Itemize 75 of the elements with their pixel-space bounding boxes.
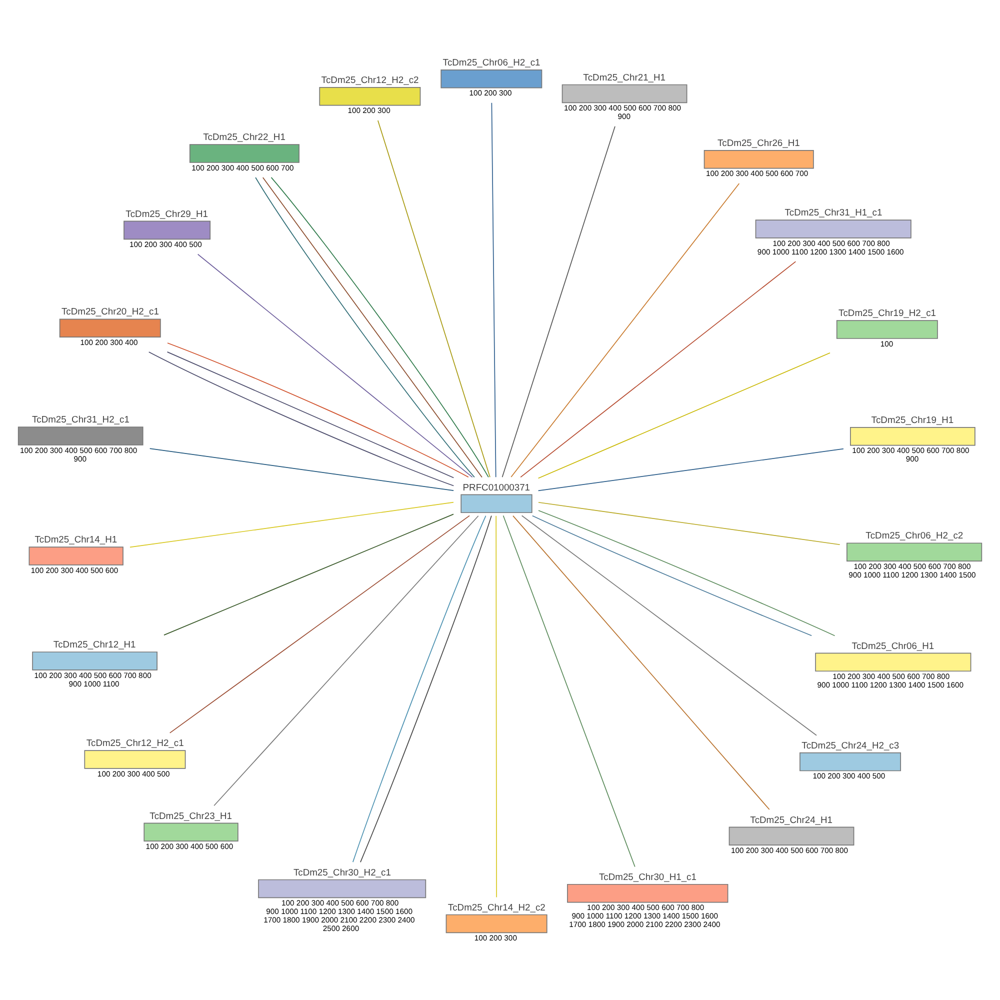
node-label: TcDm25_Chr06_H2_c1 bbox=[442, 57, 540, 68]
connector bbox=[520, 261, 796, 478]
node-label: 900 bbox=[906, 454, 919, 464]
connector bbox=[130, 502, 454, 548]
node-label: 2500 2600 bbox=[322, 924, 360, 934]
node-label: 900 1000 1100 1200 1300 1400 1500 1600 bbox=[757, 247, 904, 256]
node-label: TcDm25_Chr12_H2_c2 bbox=[321, 75, 419, 86]
node-label: TcDm25_Chr26_H1 bbox=[718, 138, 800, 148]
node-label: TcDm25_Chr12_H2_c1 bbox=[86, 738, 184, 748]
node-label: 100 200 300 400 500 600 700 800 bbox=[34, 670, 152, 680]
node-label: 100 200 300 bbox=[469, 88, 512, 98]
node-label: 900 bbox=[618, 112, 630, 122]
node-label: 100 200 300 400 bbox=[80, 338, 138, 347]
node-label: TcDm25_Chr19_H2_c1 bbox=[838, 308, 936, 318]
node-label: 100 200 300 400 500 bbox=[97, 769, 170, 778]
node-label: TcDm25_Chr06_H1 bbox=[852, 640, 934, 651]
connector bbox=[377, 120, 490, 478]
node-label: TcDm25_Chr14_H1 bbox=[34, 534, 118, 545]
node-label: TcDm25_Chr30_H1_c1 bbox=[599, 872, 696, 882]
connector bbox=[538, 448, 844, 492]
node-label: 100 200 300 400 500 600 700 800 bbox=[854, 562, 971, 571]
node-label: 1700 1800 1900 2000 2100 2200 2300 2400 bbox=[264, 916, 415, 925]
node-label: 900 1000 1100 1200 1300 1400 1500 1600 bbox=[266, 907, 413, 916]
node-label: 100 bbox=[880, 339, 894, 348]
node-label: 1700 1800 1900 2000 2100 2200 2300 2400 bbox=[569, 920, 720, 930]
connector bbox=[502, 515, 636, 868]
node-label: TcDm25_Chr21_H1 bbox=[583, 72, 666, 82]
node-label: 100 200 300 400 500 600 700 800 bbox=[20, 446, 138, 455]
connector bbox=[214, 515, 479, 806]
node-label: 100 200 300 400 500 600 700 800 bbox=[852, 446, 970, 456]
node-label: TcDm25_Chr20_H2_c1 bbox=[62, 306, 159, 317]
node-label: 900 bbox=[74, 454, 87, 464]
node-label: 900 1000 1100 1200 1300 1400 1500 bbox=[848, 570, 976, 580]
node-label: 900 1000 1100 1200 1300 1400 1500 1600 bbox=[572, 912, 718, 921]
connector bbox=[538, 352, 830, 479]
node-label: 100 200 300 400 500 600 bbox=[146, 842, 234, 851]
node-label: TcDm25_Chr24_H2_c3 bbox=[802, 740, 900, 750]
node-label: 100 200 300 bbox=[474, 934, 517, 943]
node-label: TcDm25_Chr23_H1 bbox=[150, 810, 232, 821]
connector bbox=[538, 502, 840, 546]
node-label: TcDm25_Chr06_H2_c2 bbox=[866, 530, 964, 541]
node-label: 100 200 300 400 500 bbox=[812, 772, 886, 781]
connector bbox=[521, 515, 817, 736]
connector bbox=[197, 254, 473, 478]
node-label: 100 200 300 400 500 600 700 800 bbox=[730, 846, 848, 855]
node-label: 100 200 300 400 500 600 700 800 bbox=[772, 238, 890, 248]
connector bbox=[169, 515, 470, 734]
connector bbox=[149, 448, 454, 491]
connector bbox=[510, 183, 740, 478]
node-label: 100 200 300 400 500 600 700 bbox=[706, 169, 808, 178]
node-label: TcDm25_Chr19_H1 bbox=[871, 415, 954, 425]
node-label: 900 1000 1100 bbox=[68, 679, 120, 688]
node-label: 100 200 300 400 500 600 700 800 bbox=[282, 898, 399, 908]
node-label: TcDm25_Chr24_H1 bbox=[750, 814, 832, 825]
node-label: 100 200 300 400 500 bbox=[130, 240, 202, 249]
connector bbox=[512, 515, 770, 810]
connector bbox=[496, 515, 497, 898]
node-label: TcDm25_Chr31_H1_c1 bbox=[784, 208, 882, 218]
node-label: 100 200 300 400 500 600 bbox=[30, 566, 118, 575]
node-label: TcDm25_Chr14_H2_c2 bbox=[448, 902, 546, 912]
node-label: 100 200 300 400 500 600 700 800 bbox=[587, 903, 704, 912]
node-label: TcDm25_Chr30_H2_c1 bbox=[293, 867, 391, 878]
node-label: 900 1000 1100 1200 1300 1400 1500 1600 bbox=[817, 680, 964, 690]
node-label: TcDm25_Chr22_H1 bbox=[203, 132, 286, 142]
node-label: 100 200 300 400 500 600 700 800 bbox=[832, 672, 950, 681]
node-label: 100 200 300 bbox=[348, 106, 390, 116]
connector bbox=[502, 126, 616, 478]
node-label: TcDm25_Chr12_H1 bbox=[53, 640, 136, 650]
node-label: 100 200 300 400 500 600 700 800 bbox=[564, 104, 682, 113]
connector bbox=[491, 102, 496, 478]
node-label: PRFC01000371 bbox=[462, 482, 530, 492]
node-label: TcDm25_Chr29_H1 bbox=[126, 208, 208, 219]
node-label: TcDm25_Chr31_H2_c1 bbox=[32, 414, 130, 425]
node-label: 100 200 300 400 500 600 700 bbox=[192, 163, 294, 172]
connector bbox=[164, 514, 454, 636]
